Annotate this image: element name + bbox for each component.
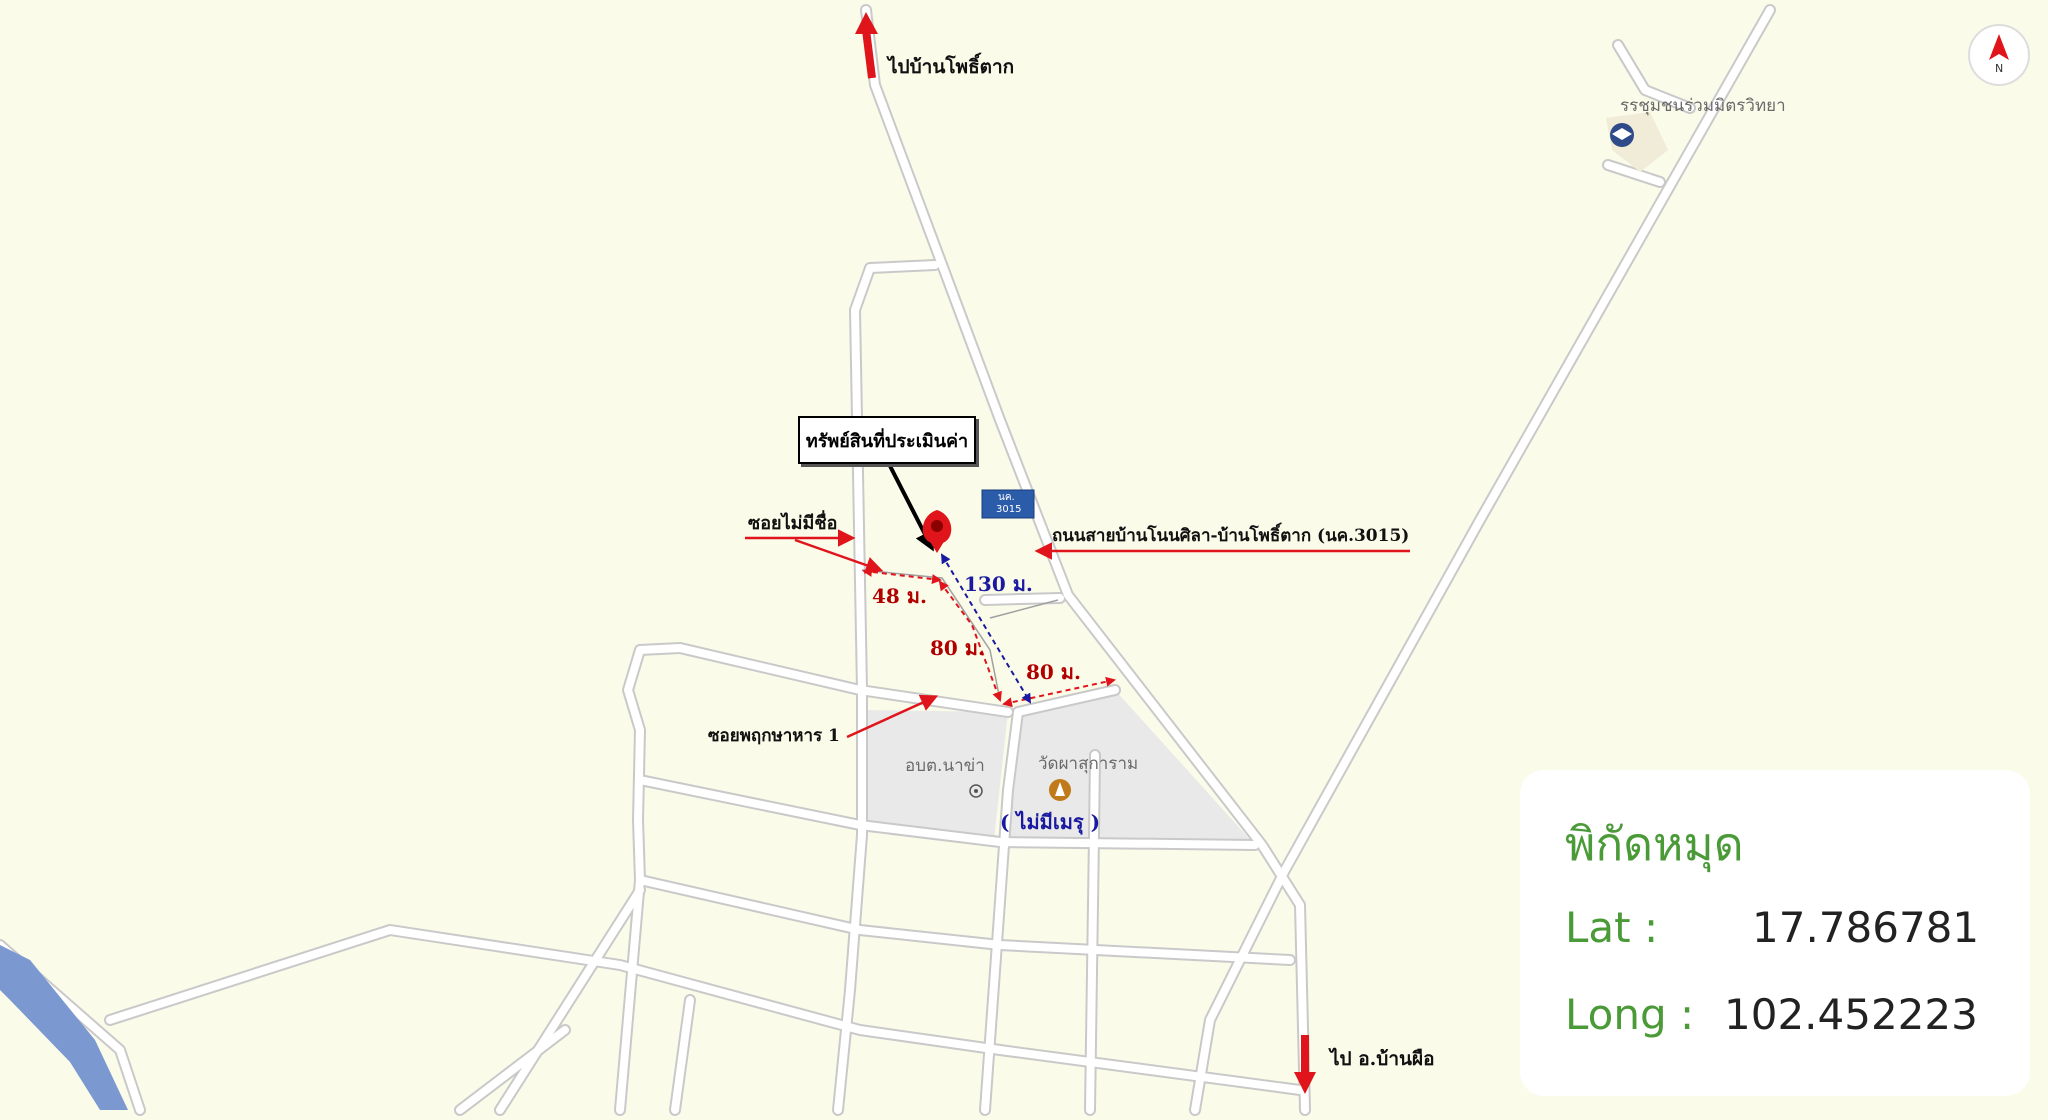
place-tambon-office: อบต.นาข่า <box>905 756 985 776</box>
location-pin-icon <box>922 510 952 553</box>
property-callout: ทรัพย์สินที่ประเมินค่า <box>798 416 976 464</box>
lat-value: 17.786781 <box>1752 903 1980 952</box>
distance-130: 130 ม. <box>964 572 1033 596</box>
coordinates-title: พิกัดหมุด <box>1565 817 1744 871</box>
long-value: 102.452223 <box>1724 990 1978 1039</box>
pointer-arrows <box>745 529 1410 739</box>
label-to-north: ไปบ้านโพธิ์ตาก <box>888 56 1015 78</box>
label-main-road: ถนนสายบ้านโนนศิลา-บ้านโพธิ์ตาก (นค.3015) <box>1052 526 1410 546</box>
temple-icon <box>1049 779 1071 801</box>
distance-80-front: 80 ม. <box>1026 660 1081 684</box>
built-up-blocks <box>860 690 1255 845</box>
school-icon <box>1610 123 1634 147</box>
coordinates-panel <box>1520 770 2030 1096</box>
label-to-south: ไป อ.บ้านผือ <box>1330 1048 1435 1070</box>
place-school: รรชุมชนร่วมมิตรวิทยา <box>1620 96 1786 116</box>
road-sign <box>981 489 1035 519</box>
property-callout-label: ทรัพย์สินที่ประเมินค่า <box>805 430 969 452</box>
river <box>0 945 128 1110</box>
label-no-crematorium: ( ไม่มีเมรุ ) <box>1000 810 1101 834</box>
road-sign-line1: นค. <box>998 492 1015 503</box>
north-letter: N <box>1995 62 2004 75</box>
label-soi-unnamed: ซอยไม่มีชื่อ <box>748 513 838 534</box>
label-soi-phruksa: ซอยพฤกษาหาร 1 <box>708 726 840 746</box>
road-sign-line2: 3015 <box>996 504 1022 515</box>
direction-arrows <box>855 12 1316 1094</box>
roads <box>0 4 1776 1116</box>
place-temple: วัดผาสุการาม <box>1038 754 1139 774</box>
distance-80-side: 80 ม. <box>930 636 985 660</box>
long-label: Long : <box>1565 990 1695 1039</box>
tambon-office-icon <box>969 784 983 798</box>
north-arrow-icon: N <box>1968 24 2030 86</box>
lat-label: Lat : <box>1565 903 1659 952</box>
distance-48: 48 ม. <box>872 584 927 608</box>
